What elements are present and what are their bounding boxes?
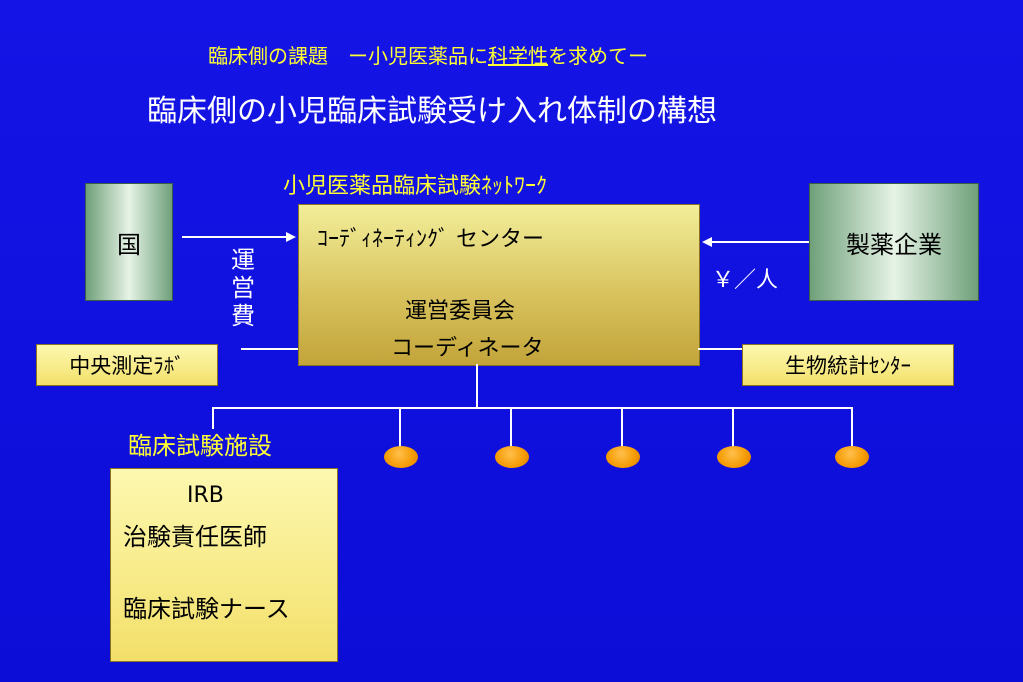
central-lab-box: 中央測定ﾗﾎﾞ (36, 344, 218, 386)
coordinator-label: コーディネータ (391, 336, 544, 361)
central-lab-label: 中央測定ﾗﾎﾞ (69, 354, 185, 378)
lab-to-center-line (241, 348, 298, 350)
site-bus-line (212, 407, 852, 409)
investigator-label: 治験責任医師 (123, 523, 267, 551)
coordinating-center-box: ｺｰﾃﾞｨﾈｰﾃｨﾝｸﾞ センター 運営委員会 コーディネータ (298, 204, 700, 366)
site-box: IRB 治験責任医師 臨床試験ナース (110, 468, 338, 662)
coordinating-center-label: ｺｰﾃﾞｨﾈｰﾃｨﾝｸﾞ センター (317, 227, 544, 252)
country-to-center-line (182, 236, 286, 238)
steering-committee-label: 運営委員会 (405, 299, 516, 324)
site-node-1 (384, 446, 418, 468)
network-label: 小児医薬品臨床試験ﾈｯﾄﾜｰｸ (283, 174, 548, 199)
pharma-label: 製薬企業 (846, 230, 942, 259)
center-to-biostat-line (698, 348, 742, 350)
operating-cost-label: 運営費 (231, 246, 255, 330)
site-drop-line-1 (399, 407, 401, 447)
center-trunk-line (476, 364, 478, 408)
pharma-box: 製薬企業 (809, 183, 979, 301)
country-to-center-arrowhead (286, 232, 296, 242)
site-drop-line-4 (732, 407, 734, 447)
site-node-4 (717, 446, 751, 468)
pharma-to-center-arrowhead (702, 237, 712, 247)
site-drop-line-2 (510, 407, 512, 447)
site-node-2 (495, 446, 529, 468)
site-node-5 (835, 446, 869, 468)
irb-label: IRB (187, 483, 224, 508)
per-person-fee-label: ￥／人 (712, 268, 779, 293)
site-drop-line-5 (851, 407, 853, 447)
biostat-center-label: 生物統計ｾﾝﾀｰ (785, 354, 911, 378)
pharma-to-center-line (712, 241, 809, 243)
biostat-center-box: 生物統計ｾﾝﾀｰ (742, 344, 954, 386)
site-label: 臨床試験施設 (128, 432, 272, 460)
subtitle-underlined: 科学性 (488, 44, 548, 68)
slide-title: 臨床側の小児臨床試験受け入れ体制の構想 (147, 94, 717, 129)
site-drop-line-3 (621, 407, 623, 447)
country-label: 国 (117, 230, 141, 259)
slide-subtitle: 臨床側の課題 ー小児医薬品に科学性を求めてー (208, 40, 648, 69)
nurse-label: 臨床試験ナース (123, 595, 290, 623)
site-drop-line-0 (212, 407, 214, 429)
subtitle-part2: を求めてー (548, 44, 648, 68)
country-box: 国 (85, 183, 173, 301)
subtitle-part1: 臨床側の課題 ー小児医薬品に (208, 44, 488, 68)
site-node-3 (606, 446, 640, 468)
